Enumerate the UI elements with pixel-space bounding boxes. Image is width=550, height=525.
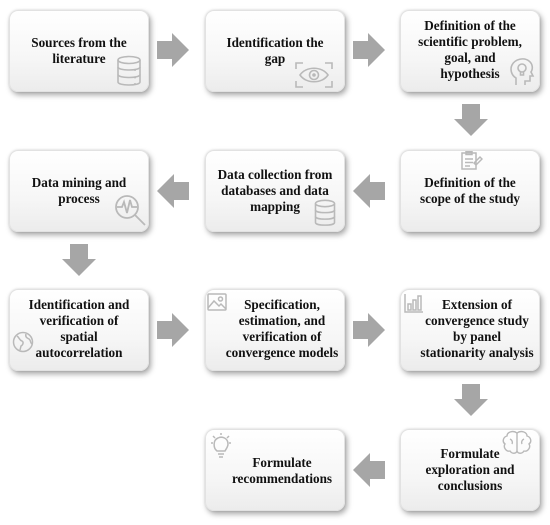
arrow-left-1 — [157, 174, 189, 208]
step-exploration-conclusions: Formulate exploration and conclusions — [400, 429, 540, 511]
step-label: Formulate recommendations — [231, 455, 333, 486]
step-recommendations: Formulate recommendations — [205, 429, 345, 511]
globe-icon — [12, 331, 34, 353]
clipboard-icon — [459, 151, 483, 171]
bar-chart-icon — [404, 293, 424, 313]
step-label: Formulate exploration and conclusions — [425, 446, 515, 493]
step-label: Data mining and process — [31, 175, 127, 206]
step-definition-problem: Definition of the scientific problem, go… — [400, 10, 540, 92]
brain-icon — [501, 430, 533, 456]
step-definition-scope: Definition of the scope of the study — [400, 150, 540, 232]
image-icon — [207, 293, 227, 311]
arrow-right-4 — [353, 313, 385, 347]
step-identification-gap: Identification the gap — [205, 10, 345, 92]
step-label: Identification and verification of spati… — [28, 297, 130, 360]
step-label: Sources from the literature — [31, 35, 127, 66]
arrow-down-2 — [62, 244, 96, 276]
step-label: Identification the gap — [226, 35, 324, 66]
magnifier-chart-icon — [113, 193, 147, 227]
step-label: Specification, estimation, and verificat… — [225, 297, 339, 360]
step-label: Definition of the scientific problem, go… — [418, 18, 522, 81]
step-data-collection: Data collection from databases and data … — [205, 150, 345, 232]
database-icon — [314, 199, 336, 227]
arrow-down-3 — [454, 384, 488, 416]
arrow-right-2 — [353, 33, 385, 67]
step-label: Extension of convergence study by panel … — [420, 297, 534, 360]
step-panel-stationarity: Extension of convergence study by panel … — [400, 289, 540, 371]
eye-scan-icon — [294, 61, 334, 89]
arrow-right-1 — [157, 33, 189, 67]
step-sources-from-literature: Sources from the literature — [9, 10, 149, 92]
step-label: Definition of the scope of the study — [419, 175, 520, 206]
lightbulb-icon — [208, 432, 236, 462]
step-label: Data collection from databases and data … — [217, 167, 333, 214]
arrow-left-3 — [353, 453, 385, 487]
arrow-left-2 — [353, 174, 385, 208]
arrow-down-1 — [454, 104, 488, 136]
step-spatial-autocorrelation: Identification and verification of spati… — [9, 289, 149, 371]
arrow-right-3 — [157, 313, 189, 347]
step-convergence-models: Specification, estimation, and verificat… — [205, 289, 345, 371]
step-data-mining: Data mining and process — [9, 150, 149, 232]
database-icon — [116, 55, 142, 87]
head-lightbulb-icon — [509, 57, 535, 87]
